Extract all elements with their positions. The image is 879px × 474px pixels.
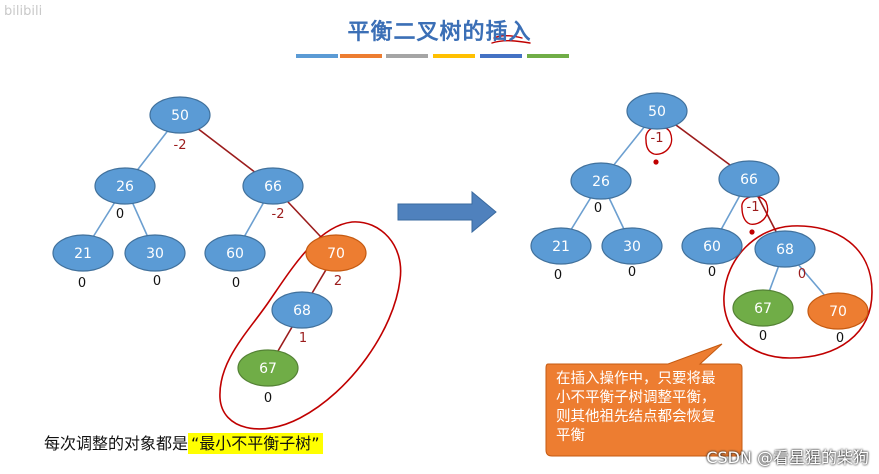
after-node-shape-60: [681, 227, 743, 265]
before-node-shape-68: [271, 291, 333, 329]
before-balance-21: 0: [78, 276, 86, 291]
after-node-shape-67: [732, 289, 794, 327]
after-node-50: 50: [626, 92, 688, 130]
before-node-68: 68: [271, 291, 333, 329]
title-bar-segment: [433, 54, 475, 58]
before-node-label-70: 70: [327, 246, 345, 262]
after-balance-68: 0: [798, 267, 806, 282]
before-node-shape-21: [52, 234, 114, 272]
before-node-label-21: 21: [74, 246, 92, 262]
after-node-26: 26: [570, 162, 632, 200]
after-node-label-60: 60: [703, 239, 721, 255]
before-node-label-26: 26: [116, 179, 134, 195]
before-node-67: 67: [237, 349, 299, 387]
after-node-21: 21: [530, 227, 592, 265]
watermark: bilibili: [4, 4, 43, 19]
before-node-30: 30: [124, 234, 186, 272]
title-bar-segment: [480, 54, 522, 58]
title-bar-segment: [386, 54, 428, 58]
before-node-50: 50: [149, 96, 211, 134]
ink-dot: [653, 159, 659, 165]
before-node-label-68: 68: [293, 303, 311, 319]
callout-text: 在插入操作中，只要将最小不平衡子树调整平衡，则其他祖先结点都会恢复平衡: [556, 371, 716, 444]
before-balance-60: 0: [232, 276, 240, 291]
after-balance-67: 0: [759, 329, 767, 344]
before-balance-67: 0: [264, 391, 272, 406]
before-node-shape-70: [305, 234, 367, 272]
before-node-60: 60: [204, 234, 266, 272]
after-node-label-50: 50: [648, 104, 666, 120]
before-node-shape-67: [237, 349, 299, 387]
transform-arrow: [397, 190, 497, 234]
before-balance-70: 2: [334, 274, 342, 289]
title-ink-mark-2: [491, 40, 531, 44]
ink-dot: [749, 229, 755, 235]
callout-bubble: [545, 343, 743, 457]
after-balance-30: 0: [628, 265, 636, 280]
before-node-66: 66: [242, 167, 304, 205]
before-node-label-60: 60: [226, 246, 244, 262]
after-node-label-67: 67: [754, 301, 772, 317]
after-subtree-loop: [723, 225, 873, 359]
after-node-label-30: 30: [623, 239, 641, 255]
after-node-shape-50: [626, 92, 688, 130]
before-node-label-50: 50: [171, 108, 189, 124]
after-node-shape-70: [807, 292, 869, 330]
after-balance-70: 0: [836, 331, 844, 346]
before-balance-66: -2: [272, 207, 285, 222]
footer-watermark: CSDN @看星猩的柴狗: [706, 448, 869, 467]
before-balance-26: 0: [116, 207, 124, 222]
before-node-label-67: 67: [259, 361, 277, 377]
title-bar-segment: [296, 54, 338, 58]
after-node-label-26: 26: [592, 174, 610, 190]
after-node-shape-21: [530, 227, 592, 265]
before-node-26: 26: [94, 167, 156, 205]
after-node-30: 30: [601, 227, 663, 265]
page-title: 平衡二叉树的插入: [347, 20, 532, 45]
before-node-label-30: 30: [146, 246, 164, 262]
before-node-70: 70: [305, 234, 367, 272]
callout-layer: [545, 343, 743, 457]
title-bar-segment: [340, 54, 382, 58]
arrow-layer: [397, 190, 497, 234]
after-node-label-70: 70: [829, 304, 847, 320]
before-node-shape-60: [204, 234, 266, 272]
before-balance-50: -2: [174, 138, 187, 153]
after-balance-50: -1: [651, 131, 664, 146]
after-node-70: 70: [807, 292, 869, 330]
before-subtree-loop: [219, 221, 402, 430]
after-node-shape-68: [754, 230, 816, 268]
after-node-66: 66: [718, 160, 780, 198]
before-node-shape-66: [242, 167, 304, 205]
title-ink-mark-1: [493, 35, 523, 39]
after-balance-60: 0: [708, 265, 716, 280]
after-node-68: 68: [754, 230, 816, 268]
after-node-67: 67: [732, 289, 794, 327]
before-node-shape-26: [94, 167, 156, 205]
caption: 每次调整的对象都是“最小不平衡子树”: [44, 430, 323, 454]
caption-prefix: 每次调整的对象都是: [44, 434, 189, 453]
after-balance-26: 0: [594, 201, 602, 216]
after-node-shape-26: [570, 162, 632, 200]
title-bar-segment: [527, 54, 569, 58]
before-node-21: 21: [52, 234, 114, 272]
after-node-shape-30: [601, 227, 663, 265]
after-node-label-66: 66: [740, 172, 758, 188]
after-node-shape-66: [718, 160, 780, 198]
before-node-shape-50: [149, 96, 211, 134]
before-balance-30: 0: [153, 274, 161, 289]
after-balance-66: -1: [747, 200, 760, 215]
after-node-label-68: 68: [776, 242, 794, 258]
before-node-shape-30: [124, 234, 186, 272]
after-node-60: 60: [681, 227, 743, 265]
after-balance-21: 0: [554, 268, 562, 283]
before-node-label-66: 66: [264, 179, 282, 195]
caption-highlight: “最小不平衡子树”: [188, 433, 323, 454]
after-node-label-21: 21: [552, 239, 570, 255]
before-balance-68: 1: [299, 331, 307, 346]
